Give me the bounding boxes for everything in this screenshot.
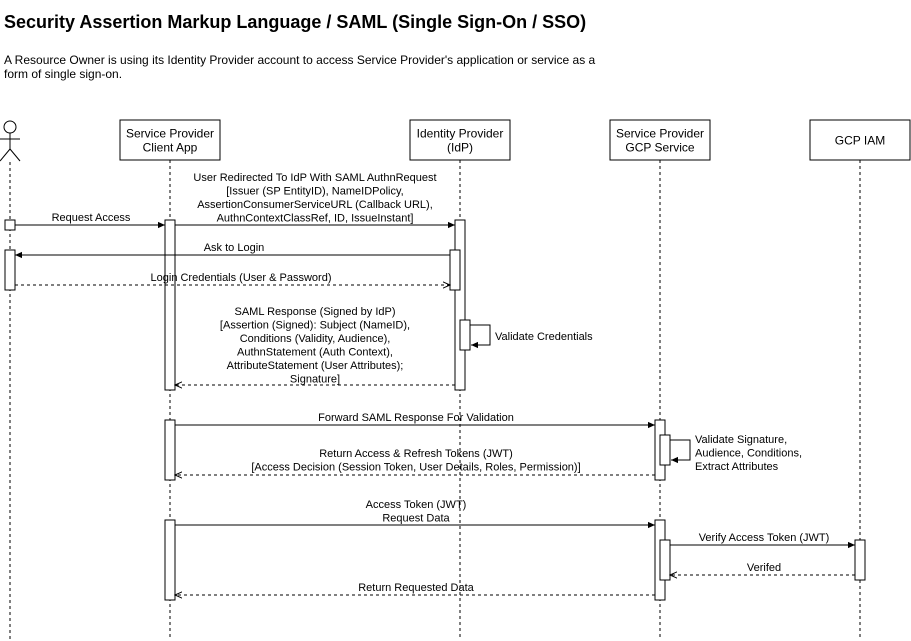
gcp-service-label-line: GCP Service [625, 141, 694, 155]
login-credentials-label: Login Credentials (User & Password) [151, 272, 332, 284]
verify-access-token-label: Verify Access Token (JWT) [699, 532, 830, 544]
saml-response-label-line: AuthnStatement (Auth Context), [237, 347, 393, 359]
redirect-to-idp-label-line: AssertionConsumerServiceURL (Callback UR… [197, 199, 433, 211]
validate-signature-label-line: Validate Signature, [695, 434, 787, 446]
gcp-iam-box [809, 119, 911, 161]
idp-label-line: Identity Provider [417, 127, 504, 141]
idp-label-line: (IdP) [447, 141, 473, 155]
gcp-iam-label-line: GCP IAM [835, 134, 885, 148]
client-app-box [119, 119, 221, 161]
return-tokens-label: Return Access & Refresh Tokens (JWT) [Acc… [251, 448, 580, 474]
return-requested-data-label-line: Return Requested Data [358, 582, 474, 594]
validate-signature-label-line: Extract Attributes [695, 461, 779, 473]
forward-saml-response-label-line: Forward SAML Response For Validation [318, 412, 514, 424]
gcp-service-activation-4 [659, 539, 671, 581]
validate-signature-line [670, 439, 691, 464]
page-description: A Resource Owner is using its Identity P… [4, 53, 596, 81]
redirect-to-idp-label-line: [Issuer (SP EntityID), NameIDPolicy, [226, 186, 403, 198]
actor-icon [0, 120, 21, 162]
validate-credentials-arrow [470, 324, 491, 349]
request-access-label-line: Request Access [52, 212, 131, 224]
actor-right-leg [9, 148, 21, 162]
validate-credentials-line [470, 324, 491, 349]
access-token-request-label: Access Token (JWT) Request Data [366, 499, 467, 525]
idp-activation-1 [454, 219, 466, 391]
ask-to-login-label-line: Ask to Login [204, 242, 265, 254]
validate-signature-arrow [670, 439, 691, 464]
actor-left-leg [0, 148, 11, 162]
return-requested-data-label: Return Requested Data [358, 582, 474, 594]
verified-label: Verifed [747, 562, 781, 574]
page-title: Security Assertion Markup Language / SAM… [4, 12, 587, 32]
client-app-label-line: Service Provider [126, 127, 214, 141]
idp-label: Identity Provider(IdP) [417, 127, 504, 155]
saml-response-label-line: Signature] [290, 374, 340, 386]
saml-response-label-line: SAML Response (Signed by IdP) [234, 306, 395, 318]
validate-signature-label-line: Audience, Conditions, [695, 448, 802, 460]
client-app-label-line: Client App [143, 141, 198, 155]
saml-response-label: SAML Response (Signed by IdP) [Assertion … [220, 306, 410, 386]
access-token-request-label-line: Request Data [382, 513, 450, 525]
access-token-request-label-line: Access Token (JWT) [366, 499, 467, 511]
validate-signature-label: Validate Signature, Audience, Conditions,… [695, 434, 802, 473]
validate-credentials-label-line: Validate Credentials [495, 331, 593, 343]
return-tokens-label-line: Return Access & Refresh Tokens (JWT) [319, 448, 513, 460]
return-tokens-label-line: [Access Decision (Session Token, User De… [251, 462, 580, 474]
redirect-to-idp-label-line: AuthnContextClassRef, ID, IssueInstant] [217, 213, 414, 225]
gcp-service-activation-2 [659, 434, 671, 466]
resource-owner-activation [4, 249, 16, 291]
resource-owner-entry-box [4, 219, 16, 231]
redirect-to-idp-label-line: User Redirected To IdP With SAML AuthnRe… [193, 172, 436, 184]
verify-access-token-label-line: Verify Access Token (JWT) [699, 532, 830, 544]
verified-label-line: Verifed [747, 562, 781, 574]
login-credentials-label-line: Login Credentials (User & Password) [151, 272, 332, 284]
validate-credentials-label: Validate Credentials [495, 331, 593, 343]
gcp-iam-label: GCP IAM [835, 134, 885, 148]
client-app-activation-1 [164, 219, 176, 391]
saml-response-label-line: Conditions (Validity, Audience), [240, 333, 391, 345]
client-app-activation-2 [164, 419, 176, 481]
actor-head [3, 120, 17, 134]
redirect-to-idp-label: User Redirected To IdP With SAML AuthnRe… [193, 172, 436, 225]
saml-response-label-line: [Assertion (Signed): Subject (NameID), [220, 320, 410, 332]
gcp-iam-activation [854, 539, 866, 581]
saml-response-label-line: AttributeStatement (User Attributes); [227, 360, 404, 372]
request-access-label: Request Access [52, 212, 131, 224]
idp-box [409, 119, 511, 161]
gcp-service-label-line: Service Provider [616, 127, 704, 141]
idp-activation-3 [459, 319, 471, 351]
gcp-service-box [609, 119, 711, 161]
ask-to-login-label: Ask to Login [204, 242, 265, 254]
client-app-activation-3 [164, 519, 176, 601]
forward-saml-response-label: Forward SAML Response For Validation [318, 412, 514, 424]
idp-activation-2 [449, 249, 461, 291]
